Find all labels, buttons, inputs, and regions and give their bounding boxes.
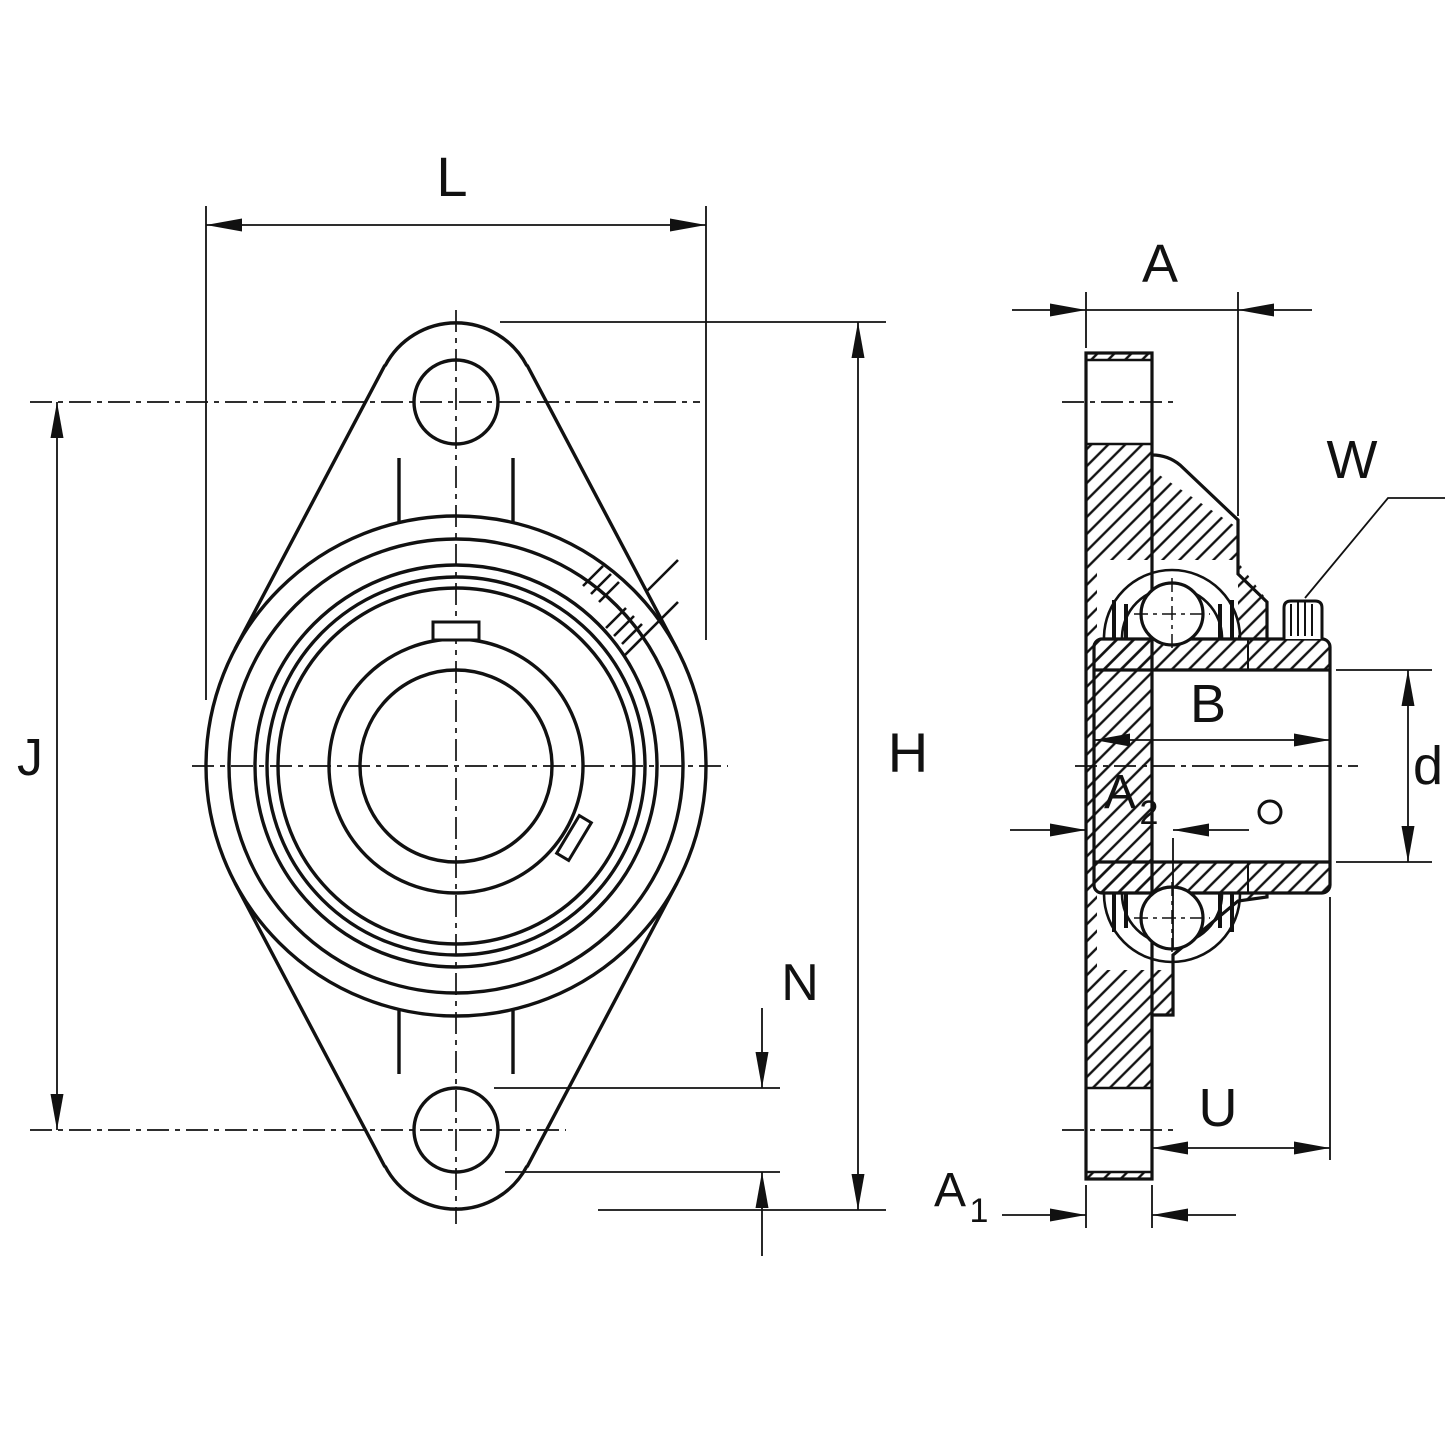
sleeve-bottom-hatch xyxy=(1094,862,1330,893)
set-screw-body xyxy=(1282,599,1324,639)
housing-circles xyxy=(204,514,708,1018)
lube-hole xyxy=(1257,799,1283,825)
bottom-lobe-arc xyxy=(383,1165,529,1211)
arrowhead xyxy=(1401,670,1415,706)
front-dimensions: L J H N xyxy=(17,145,928,1256)
tangent-bottom-right xyxy=(525,882,679,1168)
dim-label-A1-sub: 1 xyxy=(970,1192,989,1230)
dim-d: d xyxy=(1336,669,1443,863)
upper-boss-profile xyxy=(1151,453,1269,639)
housing-outer-circle xyxy=(204,514,708,1018)
dim-B: B xyxy=(1094,674,1330,747)
arrowhead xyxy=(851,322,865,358)
dim-label-B: B xyxy=(1190,674,1226,734)
arrowhead xyxy=(1050,303,1086,317)
top-bolt-hole xyxy=(412,358,500,446)
side-view xyxy=(1062,351,1358,1181)
arrowhead xyxy=(1050,1208,1086,1222)
arrowhead xyxy=(1050,823,1086,837)
dim-J: J xyxy=(17,402,64,1130)
serration-marks xyxy=(582,559,679,657)
lower-boss-profile xyxy=(1152,893,1269,1017)
arrowhead xyxy=(1173,823,1209,837)
tangent-bottom-left xyxy=(233,882,387,1168)
dim-label-W: W xyxy=(1327,430,1378,490)
dim-U: U xyxy=(1152,897,1331,1160)
seal-circle xyxy=(276,586,636,946)
arrowhead xyxy=(1152,1141,1188,1155)
arrowhead xyxy=(755,1172,769,1208)
arrowhead xyxy=(1401,826,1415,862)
arrowhead xyxy=(851,1174,865,1210)
flange-outline xyxy=(233,321,679,1211)
dim-label-U: U xyxy=(1199,1078,1238,1138)
arrowhead xyxy=(1152,1208,1188,1222)
seat-circle xyxy=(253,563,659,969)
dim-L: L xyxy=(205,145,707,700)
leader-line xyxy=(1304,497,1445,599)
collar-tab xyxy=(431,620,481,642)
collar-slot xyxy=(554,813,594,863)
arrowhead xyxy=(50,1094,64,1130)
side-centerlines xyxy=(1062,401,1358,1131)
dim-label-d: d xyxy=(1413,736,1443,796)
tangent-top-right xyxy=(525,364,679,650)
arrowhead xyxy=(755,1052,769,1088)
front-view xyxy=(30,310,728,1224)
sleeve-outline xyxy=(1092,637,1332,895)
arrowhead xyxy=(1238,303,1274,317)
dim-label-A2-sub: 2 xyxy=(1140,794,1159,832)
set-screw-knurl xyxy=(1290,602,1313,636)
arrowhead xyxy=(670,218,706,232)
dim-A1: A 1 xyxy=(934,1164,1236,1230)
dim-N: N xyxy=(494,954,819,1256)
centerlines xyxy=(30,310,728,1224)
dim-label-N: N xyxy=(781,954,819,1012)
side-outline xyxy=(1084,351,1332,1181)
set-screw xyxy=(1282,599,1324,639)
dim-A2: A 2 xyxy=(1010,766,1249,950)
arrowhead xyxy=(1294,733,1330,747)
dim-label-A2-base: A xyxy=(1104,766,1136,819)
bottom-bolt-hole xyxy=(412,1086,500,1174)
upper-boss-hatch xyxy=(1152,470,1238,562)
arrowhead xyxy=(50,402,64,438)
outer-ring-circle xyxy=(265,575,647,957)
arrowhead xyxy=(1094,733,1130,747)
top-lobe-arc xyxy=(383,321,529,367)
dim-label-L: L xyxy=(436,145,467,208)
sleeve-top-hatch xyxy=(1094,639,1330,670)
side-dimensions: A W B d A xyxy=(934,234,1445,1230)
seals xyxy=(1112,600,1234,932)
arrowhead xyxy=(1294,1141,1330,1155)
flange-plate xyxy=(1084,351,1154,1181)
dim-label-A: A xyxy=(1142,234,1178,294)
housing-rim-circle xyxy=(227,537,685,995)
dim-label-H: H xyxy=(888,721,928,784)
dim-A: A xyxy=(1012,234,1312,516)
ball-centerlines xyxy=(1134,578,1210,956)
tangent-top-left xyxy=(233,364,387,650)
dim-H: H xyxy=(500,321,928,1211)
bore-circle xyxy=(358,668,554,864)
dim-label-A1-base: A xyxy=(934,1164,966,1217)
dim-label-J: J xyxy=(17,729,43,787)
dim-W: W xyxy=(1304,430,1445,599)
arrowhead xyxy=(206,218,242,232)
